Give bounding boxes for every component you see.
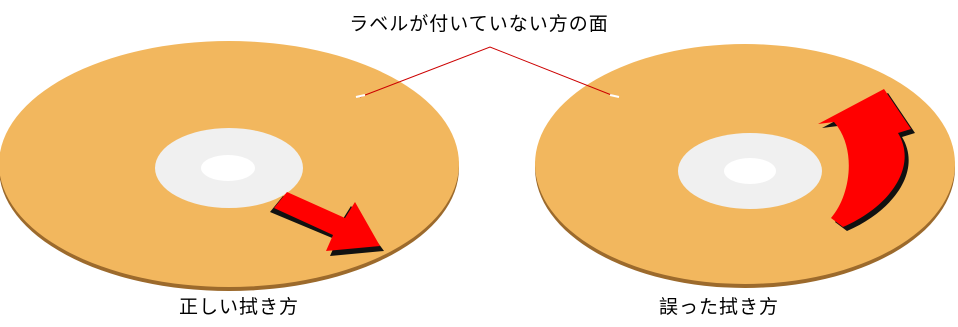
curved-arrow-icon [818,89,915,231]
disc-correct [0,41,459,291]
disc-hole [201,155,255,181]
disc-hole [724,158,776,184]
wrong-method-caption: 誤った拭き方 [658,296,779,318]
straight-arrow-icon [270,192,384,256]
unlabeled-side-label: ラベルが付いていない方の面 [349,13,609,35]
label-leader-lines [355,46,620,98]
correct-method-caption: 正しい拭き方 [178,296,299,318]
disc-wrong [535,44,955,288]
